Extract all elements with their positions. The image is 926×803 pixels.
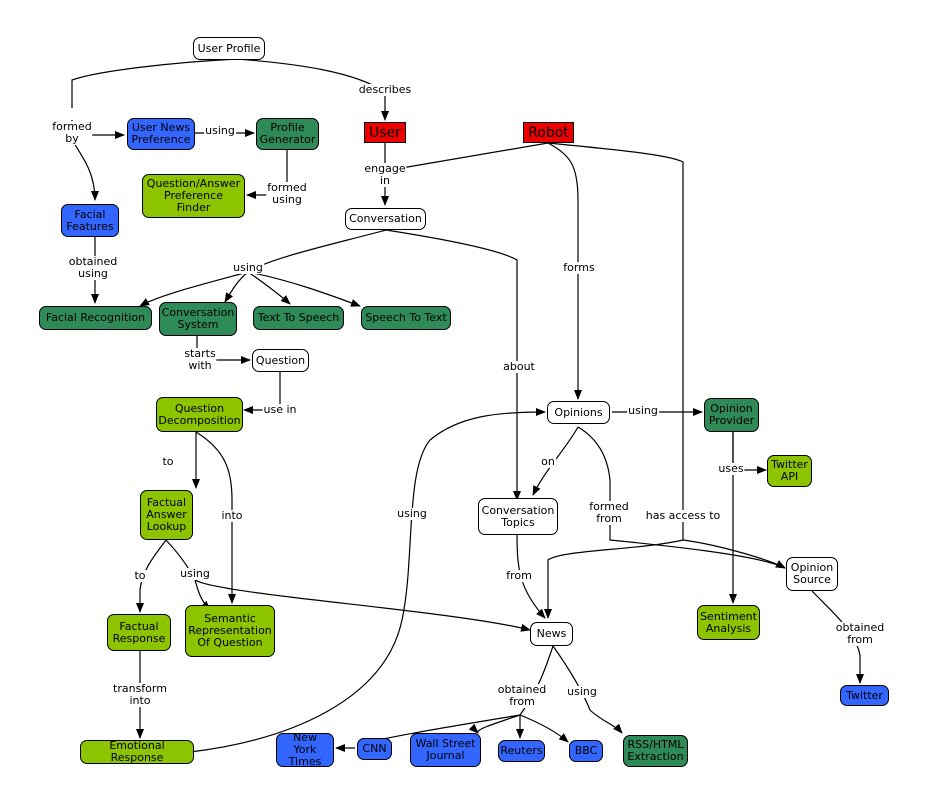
node-wall-street-journal[interactable]: Wall Street Journal bbox=[410, 733, 481, 767]
label-using-rss: using bbox=[566, 685, 598, 698]
node-twitter[interactable]: Twitter bbox=[840, 685, 889, 706]
edge-conv-using bbox=[247, 229, 387, 273]
node-conversation-system[interactable]: Conversation System bbox=[159, 302, 237, 336]
edge-obtained-bbc bbox=[519, 714, 569, 743]
node-profile-generator[interactable]: Profile Generator bbox=[256, 118, 319, 150]
edge-access-source bbox=[682, 539, 786, 569]
edge-lookup-response bbox=[136, 539, 167, 613]
node-opinion-source[interactable]: Opinion Source bbox=[786, 557, 838, 591]
edge-using-stt bbox=[247, 271, 361, 307]
node-user[interactable]: User bbox=[364, 122, 406, 143]
label-obtained-from-news: obtained from bbox=[496, 683, 548, 708]
node-speech-to-text[interactable]: Speech To Text bbox=[361, 306, 451, 330]
edge-using-tts bbox=[247, 271, 291, 305]
label-has-access-to: has access to bbox=[644, 509, 722, 522]
node-user-news-preference[interactable]: User News Preference bbox=[127, 118, 195, 150]
edge-profile-left bbox=[71, 58, 238, 108]
edge-using-facial bbox=[139, 271, 249, 307]
node-conversation[interactable]: Conversation bbox=[345, 208, 426, 230]
edge-qd-semantic bbox=[195, 431, 236, 604]
label-obtained-from-twitter: obtained from bbox=[834, 621, 886, 646]
edge-access-news bbox=[544, 539, 684, 619]
label-formed-by: formed by bbox=[51, 120, 93, 145]
edge-news-using bbox=[552, 645, 623, 734]
label-starts-with: starts with bbox=[183, 347, 217, 372]
label-formed-from: formed from bbox=[588, 500, 630, 525]
edge-emotional-opinions bbox=[189, 408, 546, 753]
node-qa-preference-finder[interactable]: Question/Answer Preference Finder bbox=[142, 174, 245, 218]
node-sentiment-analysis[interactable]: Sentiment Analysis bbox=[697, 605, 760, 640]
label-using-conv: using bbox=[232, 261, 264, 274]
node-user-profile[interactable]: User Profile bbox=[193, 37, 265, 60]
edge-opinions-formedfrom bbox=[577, 426, 786, 569]
edge-robot-forms bbox=[547, 142, 582, 400]
node-facial-recognition[interactable]: Facial Recognition bbox=[39, 306, 152, 330]
edge-using-news bbox=[194, 579, 531, 632]
edge-obtained-wsj bbox=[468, 714, 521, 734]
node-text-to-speech[interactable]: Text To Speech bbox=[253, 306, 344, 330]
edge-using-convsys bbox=[224, 271, 249, 303]
edge-robot-engage bbox=[389, 142, 549, 171]
node-factual-response[interactable]: Factual Response bbox=[107, 614, 171, 651]
label-uses: uses bbox=[717, 462, 745, 475]
edge-news-obtained bbox=[519, 645, 554, 716]
label-using-profile: using bbox=[204, 124, 236, 137]
label-using-news: using bbox=[179, 567, 211, 580]
label-describes: describes bbox=[357, 83, 413, 96]
label-using-emotional: using bbox=[396, 507, 428, 520]
edge-robot-access bbox=[547, 142, 684, 540]
label-into: into bbox=[220, 509, 244, 522]
node-conversation-topics[interactable]: Conversation Topics bbox=[478, 498, 558, 535]
node-cnn[interactable]: CNN bbox=[357, 738, 392, 760]
node-new-york-times[interactable]: New York Times bbox=[276, 732, 334, 768]
label-on: on bbox=[540, 455, 556, 468]
node-robot[interactable]: Robot bbox=[523, 122, 574, 143]
node-question[interactable]: Question bbox=[252, 349, 309, 372]
node-twitter-api[interactable]: Twitter API bbox=[767, 455, 812, 487]
label-formed-using: formed using bbox=[266, 181, 308, 206]
node-question-decomposition[interactable]: Question Decomposition bbox=[156, 397, 243, 432]
node-facial-features[interactable]: Facial Features bbox=[61, 204, 119, 237]
edge-conv-about bbox=[385, 229, 521, 501]
node-news[interactable]: News bbox=[530, 622, 573, 646]
node-semantic-representation[interactable]: Semantic Representation Of Question bbox=[185, 605, 275, 657]
node-bbc[interactable]: BBC bbox=[569, 740, 603, 762]
node-factual-answer-lookup[interactable]: Factual Answer Lookup bbox=[140, 490, 193, 540]
label-transform-into: transform into bbox=[112, 682, 168, 707]
label-from: from bbox=[505, 569, 533, 582]
label-engage-in: engage in bbox=[363, 162, 407, 187]
label-to-response: to bbox=[133, 569, 147, 582]
label-obtained-using: obtained using bbox=[67, 255, 119, 280]
node-rss-html-extraction[interactable]: RSS/HTML Extraction bbox=[623, 735, 688, 767]
node-reuters[interactable]: Reuters bbox=[498, 740, 545, 762]
label-use-in: use in bbox=[262, 403, 298, 416]
label-to-lookup: to bbox=[161, 455, 175, 468]
label-about: about bbox=[502, 360, 536, 373]
node-opinion-provider[interactable]: Opinion Provider bbox=[704, 398, 759, 432]
node-opinions[interactable]: Opinions bbox=[547, 401, 610, 424]
label-forms: forms bbox=[562, 261, 596, 274]
node-emotional-response[interactable]: Emotional Response bbox=[80, 740, 194, 764]
label-using-opinions: using bbox=[627, 404, 659, 417]
